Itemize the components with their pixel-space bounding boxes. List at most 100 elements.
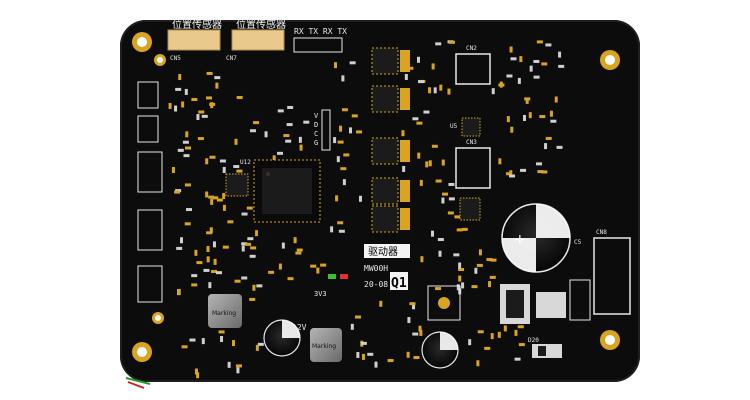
smd-component: [206, 71, 213, 75]
smd-component: [171, 166, 175, 173]
smd-component: [517, 77, 521, 84]
smd-component: [320, 263, 327, 267]
smd-component: [215, 82, 219, 89]
smd-component: [227, 361, 231, 368]
smd-component: [341, 108, 348, 112]
smd-component: [215, 271, 222, 275]
smd-component: [249, 254, 256, 258]
capacitor-small-right: [421, 331, 459, 369]
smd-component: [497, 331, 501, 338]
label-jp1-g: G: [314, 139, 318, 147]
smd-component: [476, 360, 480, 367]
smd-component: [175, 87, 182, 91]
connector-left-1: [137, 81, 159, 109]
secondary-chips: U5: [225, 117, 481, 221]
power-terminal: [427, 285, 461, 321]
smd-component: [222, 166, 226, 173]
mosfet-1: [371, 47, 399, 75]
smd-component: [205, 191, 209, 198]
smd-component: [448, 182, 455, 186]
connector-left-4: [137, 209, 163, 251]
smd-component: [458, 275, 462, 282]
smd-component: [231, 340, 235, 347]
smd-component: [489, 275, 496, 279]
smd-component: [412, 332, 419, 336]
smd-component: [441, 197, 445, 204]
smd-component: [447, 211, 454, 215]
smd-component: [337, 221, 344, 225]
smd-component: [180, 237, 184, 244]
smd-component: [257, 342, 264, 346]
smd-component: [537, 170, 544, 174]
smd-component: [206, 245, 210, 252]
smd-component: [416, 56, 420, 63]
smd-component: [255, 230, 259, 237]
smd-component: [520, 168, 527, 172]
smd-component: [174, 105, 178, 112]
label-jp1-d: D: [314, 121, 318, 129]
smd-component: [184, 183, 191, 187]
mosfet-5: [371, 205, 399, 233]
smd-component: [250, 129, 257, 133]
smd-component: [222, 245, 229, 249]
label-jp1-c: C: [314, 130, 318, 138]
connector-serial-pins: [293, 37, 343, 53]
smd-component: [184, 88, 188, 95]
smd-component: [287, 105, 294, 109]
smd-component: [201, 114, 208, 118]
smd-component: [241, 242, 248, 246]
smd-component: [250, 246, 257, 250]
smd-component: [478, 249, 482, 256]
label-header-left: 位置传感器: [172, 18, 222, 31]
smd-component: [206, 96, 213, 100]
smd-component: [506, 74, 513, 78]
smd-component: [453, 253, 460, 257]
smd-component: [556, 145, 563, 149]
smd-component: [510, 57, 517, 61]
smd-component: [360, 341, 367, 345]
smd-component: [545, 136, 552, 140]
svg-text:+: +: [514, 232, 526, 248]
smd-component: [554, 96, 558, 103]
smd-component: [356, 130, 363, 134]
smd-component: [525, 97, 529, 104]
smd-component: [484, 346, 491, 350]
smd-component: [351, 114, 358, 118]
smd-component: [550, 119, 557, 123]
smd-component: [558, 51, 562, 58]
smd-component: [212, 196, 219, 200]
smd-component: [412, 303, 416, 310]
smd-component: [533, 75, 540, 79]
label-serial-header: RX TX RX TX: [294, 27, 347, 36]
mosfet-pad-1: [400, 50, 410, 72]
smd-component: [514, 329, 518, 336]
smd-component: [278, 263, 282, 270]
smd-component: [293, 237, 297, 244]
smd-component: [234, 279, 241, 283]
smd-component: [476, 263, 483, 267]
smd-component: [431, 144, 438, 148]
smd-component: [198, 110, 205, 114]
label-inductor-right: Marking: [312, 343, 336, 350]
pcb-board-edge: [120, 20, 640, 382]
smd-component: [236, 169, 243, 173]
smd-component: [211, 270, 218, 274]
smd-component: [203, 268, 210, 272]
top-sensor-connectors: 位置传感器 位置传感器 RX TX RX TX CN5 CN7: [167, 18, 347, 62]
smd-component: [490, 258, 497, 262]
smd-component: [276, 151, 283, 155]
smd-component: [407, 317, 411, 324]
smd-component: [334, 62, 338, 69]
label-rev-code: Q1: [391, 276, 407, 291]
smd-component: [208, 282, 212, 289]
capacitor-small-left: [263, 319, 301, 357]
smd-component: [474, 267, 478, 274]
smd-component: [498, 158, 502, 165]
smd-component: [358, 195, 362, 202]
smd-component: [558, 64, 565, 68]
smd-component: [461, 227, 468, 231]
connector-left-2: [137, 115, 159, 143]
smd-component: [354, 315, 361, 319]
smd-component: [406, 351, 410, 358]
